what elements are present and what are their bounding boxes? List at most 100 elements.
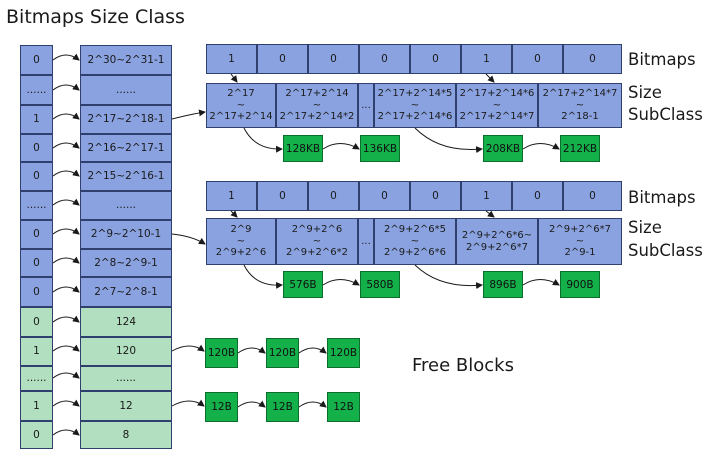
free-block: 128KB xyxy=(283,135,323,162)
bit-cell: 0 xyxy=(257,44,308,74)
bit-cell: 0 xyxy=(512,44,563,74)
free-bitmap-cell: 0 xyxy=(20,307,53,337)
subclass-to-block-arrow xyxy=(414,127,483,154)
bit-cell: 1 xyxy=(461,44,512,74)
subclass-cell: 2^17 ~ 2^17+2^14 xyxy=(206,83,276,128)
bit-cell: 0 xyxy=(308,44,359,74)
bitmap-cell: ...... xyxy=(20,191,53,220)
size-class-cell: 2^30~2^31-1 xyxy=(80,45,172,75)
bitmap-cell: 0 xyxy=(20,162,53,191)
subclass-label-bottom: SubClass xyxy=(628,241,703,260)
row-link-arrow xyxy=(52,256,80,264)
row-link-arrow xyxy=(52,53,80,61)
subclass-cell: 2^17+2^14*7 ~ 2^18-1 xyxy=(538,83,622,128)
block-chain-arrow xyxy=(522,278,560,286)
subclass-cell: 2^9+2^6*7 ~ 2^9-1 xyxy=(538,218,622,265)
bit-to-subclass-arrow xyxy=(230,210,238,218)
block-chain-arrow xyxy=(298,400,327,408)
subclass-cell: ... xyxy=(358,83,374,128)
size-class-cell: 2^7~2^8-1 xyxy=(80,277,172,307)
class-to-subclass-arrow xyxy=(171,233,206,245)
bitmap-cell: 0 xyxy=(20,220,53,249)
row-link-arrow xyxy=(52,428,80,436)
block-chain-arrow xyxy=(298,346,327,354)
bit-cell: 0 xyxy=(563,44,622,74)
bitmap-cell: 0 xyxy=(20,134,53,162)
free-size-class-cell: 8 xyxy=(80,421,172,449)
bit-cell: 0 xyxy=(359,181,410,211)
diagram-title: Bitmaps Size Class xyxy=(6,6,185,28)
free-size-class-cell: ...... xyxy=(80,366,172,391)
bit-cell: 0 xyxy=(308,181,359,211)
row-link-arrow xyxy=(52,344,80,352)
class-to-free-arrow xyxy=(171,399,205,407)
row-link-arrow xyxy=(52,112,80,120)
size-class-cell: 2^16~2^17-1 xyxy=(80,134,172,162)
free-block: 120B xyxy=(327,338,360,368)
size-class-cell: ...... xyxy=(80,191,172,220)
bit-to-subclass-arrow xyxy=(485,210,495,218)
free-bitmap-cell: ...... xyxy=(20,366,53,391)
bit-cell: 0 xyxy=(359,44,410,74)
free-block: 12B xyxy=(205,392,238,422)
bitmap-cell: 0 xyxy=(20,277,53,307)
size-label-top: Size xyxy=(628,83,662,102)
bitmap-cell: 1 xyxy=(20,105,53,134)
subclass-cell: 2^17+2^14*6 ~ 2^17+2^14*7 xyxy=(456,83,538,128)
row-link-arrow xyxy=(52,198,80,206)
bitmap-cell: 0 xyxy=(20,249,53,277)
bit-cell: 0 xyxy=(410,181,461,211)
size-class-cell: 2^9~2^10-1 xyxy=(80,220,172,249)
bit-cell: 0 xyxy=(563,181,622,211)
bit-cell: 1 xyxy=(461,181,512,211)
free-block: 12B xyxy=(266,392,299,422)
free-block: 580B xyxy=(360,271,400,298)
free-block: 208KB xyxy=(483,135,523,162)
size-class-cell: ...... xyxy=(80,75,172,105)
bit-cell: 0 xyxy=(410,44,461,74)
free-bitmap-cell: 0 xyxy=(20,421,53,449)
free-size-class-cell: 120 xyxy=(80,337,172,366)
size-class-cell: 2^17~2^18-1 xyxy=(80,105,172,134)
subclass-cell: 2^17+2^14 ~ 2^17+2^14*2 xyxy=(276,83,358,128)
block-chain-arrow xyxy=(237,346,266,354)
block-chain-arrow xyxy=(322,142,360,150)
subclass-cell: 2^9+2^6*6~ 2^9+2^6*7 xyxy=(456,218,538,265)
subclass-to-block-arrow xyxy=(243,264,283,289)
row-link-arrow xyxy=(52,83,80,91)
row-link-arrow xyxy=(52,285,80,293)
subclass-cell: 2^9 ~ 2^9+2^6 xyxy=(206,218,276,265)
free-block: 120B xyxy=(205,338,238,368)
bit-cell: 1 xyxy=(206,44,257,74)
row-link-arrow xyxy=(52,141,80,149)
row-link-arrow xyxy=(52,399,80,407)
free-block: 576B xyxy=(283,271,323,298)
free-block: 896B xyxy=(483,271,523,298)
subclass-label-top: SubClass xyxy=(628,105,703,124)
free-block: 900B xyxy=(560,271,600,298)
class-to-subclass-arrow xyxy=(171,109,206,120)
bit-cell: 1 xyxy=(206,181,257,211)
bitmaps-label-top: Bitmaps xyxy=(628,50,696,69)
bit-cell: 0 xyxy=(512,181,563,211)
free-bitmap-cell: 1 xyxy=(20,391,53,421)
bit-to-subclass-arrow xyxy=(230,73,238,83)
free-block: 120B xyxy=(266,338,299,368)
subclass-cell: 2^17+2^14*5 ~ 2^17+2^14*6 xyxy=(374,83,456,128)
class-to-free-arrow xyxy=(171,344,205,352)
row-link-arrow xyxy=(52,169,80,177)
bit-cell: 0 xyxy=(257,181,308,211)
size-class-cell: 2^15~2^16-1 xyxy=(80,162,172,191)
free-bitmap-cell: 1 xyxy=(20,337,53,366)
free-blocks-label: Free Blocks xyxy=(412,355,514,376)
free-size-class-cell: 124 xyxy=(80,307,172,337)
row-link-arrow xyxy=(52,315,80,323)
subclass-to-block-arrow xyxy=(243,127,283,153)
subclass-to-block-arrow xyxy=(414,264,483,290)
free-block: 136KB xyxy=(360,135,400,162)
size-label-bottom: Size xyxy=(628,218,662,237)
subclass-cell: 2^9+2^6*5 ~ 2^9+2^6*6 xyxy=(374,218,456,265)
bitmaps-label-bottom: Bitmaps xyxy=(628,188,696,207)
row-link-arrow xyxy=(52,227,80,235)
bitmap-cell: ...... xyxy=(20,75,53,105)
